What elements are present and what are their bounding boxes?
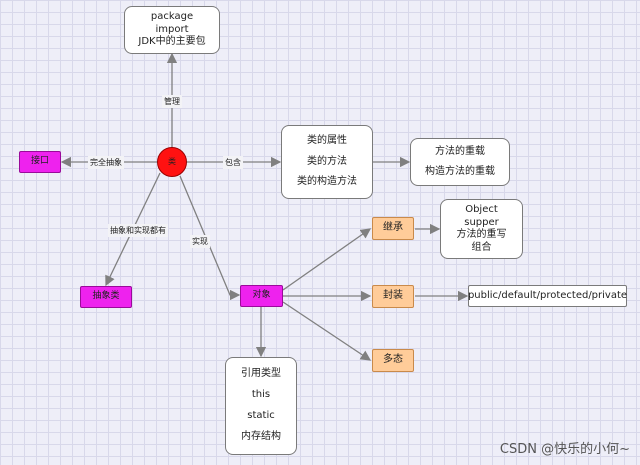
edge-object-to-inherit: [282, 228, 372, 291]
object-detail-line-3: static: [247, 410, 275, 422]
polymorphism-label: 多态: [383, 354, 403, 366]
access-modifiers-label: public/default/protected/private: [467, 289, 628, 301]
inherit-detail-line-2: supper: [464, 216, 499, 228]
members-line-3: 类的构造方法: [297, 176, 357, 188]
interface-label: 接口: [30, 156, 49, 167]
edge-class-to-object: [179, 175, 241, 301]
package-line-1: package: [150, 11, 194, 23]
object-detail-line-1: 引用类型: [241, 368, 281, 380]
watermark-text: CSDN @快乐的小何~: [499, 442, 630, 457]
class-label: 类: [168, 157, 176, 166]
members-line-1: 类的属性: [307, 135, 347, 147]
edge-object-to-polymorphism: [282, 301, 372, 361]
edge-label-implement: 实现: [190, 235, 210, 248]
edge-label-manage: 管理: [162, 95, 182, 108]
object-label: 对象: [252, 290, 271, 301]
abstract-class-node: 抽象类: [80, 286, 132, 308]
overload-line-2: 构造方法的重载: [425, 166, 495, 177]
abstract-class-label: 抽象类: [92, 291, 120, 302]
overload-node: 方法的重载 构造方法的重载: [410, 138, 510, 186]
access-modifiers-node: public/default/protected/private: [468, 285, 627, 307]
class-members-node: 类的属性 类的方法 类的构造方法: [281, 125, 373, 199]
polymorphism-node: 多态: [372, 349, 414, 372]
package-node: package import JDK中的主要包: [124, 6, 220, 54]
object-detail-line-2: this: [251, 389, 271, 401]
object-detail-node: 引用类型 this static 内存结构: [225, 357, 297, 455]
inherit-detail-line-1: Object: [465, 204, 498, 215]
object-node: 对象: [240, 285, 283, 307]
inherit-label: 继承: [383, 222, 403, 234]
members-line-2: 类的方法: [307, 155, 347, 167]
encapsulation-label: 封装: [383, 290, 403, 302]
class-node: 类: [157, 147, 187, 177]
interface-node: 接口: [19, 151, 61, 173]
inherit-detail-node: Object supper 方法的重写 组合: [440, 199, 523, 259]
overload-line-1: 方法的重载: [435, 145, 485, 157]
package-line-2: import: [155, 23, 189, 35]
package-line-3: JDK中的主要包: [138, 36, 206, 48]
edge-label-full-abstract: 完全抽象: [88, 156, 124, 169]
inherit-detail-line-3: 方法的重写: [456, 229, 507, 240]
object-detail-line-4: 内存结构: [241, 431, 281, 443]
edge-label-contain: 包含: [223, 156, 243, 169]
inherit-detail-line-4: 组合: [471, 241, 492, 253]
inherit-node: 继承: [372, 217, 414, 240]
edge-label-abstract-and-impl: 抽象和实现都有: [108, 224, 168, 237]
encapsulation-node: 封装: [372, 285, 414, 308]
